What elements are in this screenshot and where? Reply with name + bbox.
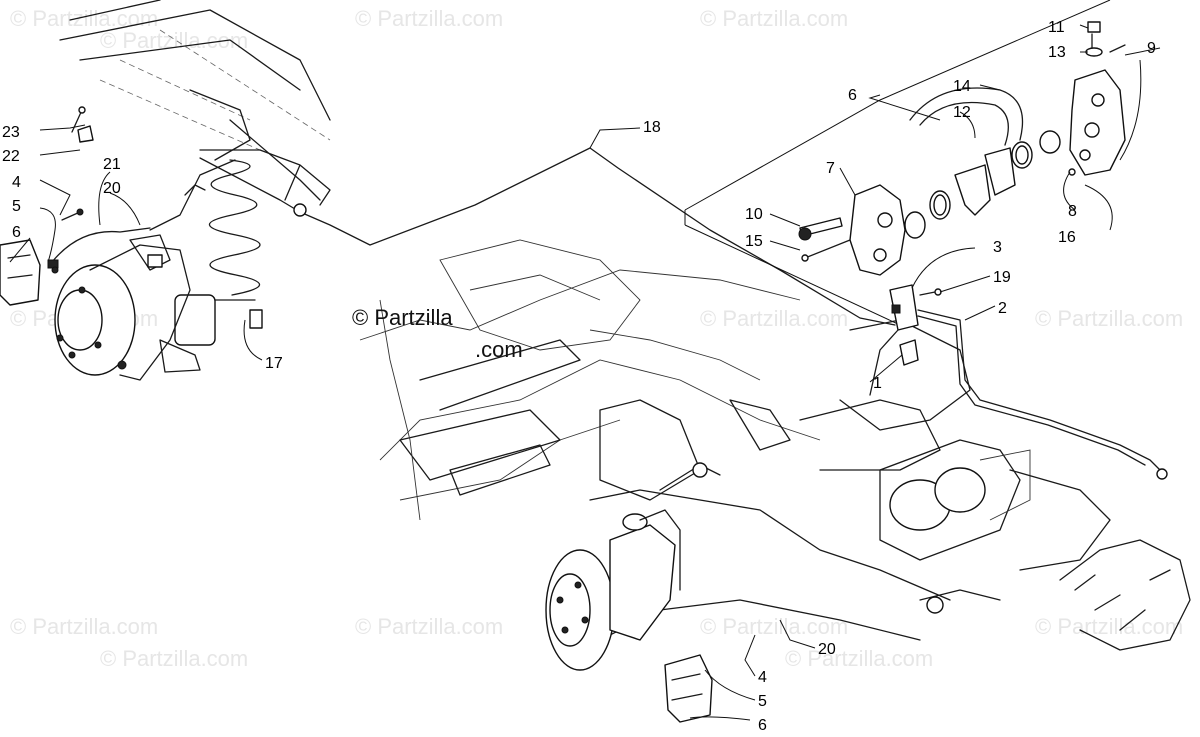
callout-9: 9: [1147, 40, 1156, 57]
callout-labels: 23 22 4 5 6 21 20 17 18 6 7 10 15 14 12 …: [2, 19, 1156, 734]
callout-22: 22: [2, 148, 20, 165]
callout-15: 15: [745, 233, 763, 250]
callout-14: 14: [953, 78, 971, 95]
callout-20: 20: [818, 641, 836, 658]
watermark: © Partzilla.com: [700, 6, 848, 31]
brake-line-18: [199, 147, 896, 326]
callout-6: 6: [758, 717, 767, 734]
brake-switch-group: [869, 284, 1168, 480]
watermark: © Partzilla.com: [10, 614, 158, 639]
watermark: © Partzilla.com: [1035, 614, 1183, 639]
watermark: © Partzilla.com: [355, 614, 503, 639]
callout-12: 12: [953, 104, 971, 121]
callout-1: 1: [873, 375, 882, 392]
watermark: © Partzilla.com: [785, 646, 933, 671]
callout-6: 6: [12, 224, 21, 241]
callout-19: 19: [993, 269, 1011, 286]
callout-8: 8: [1068, 203, 1077, 220]
callout-16: 16: [1058, 229, 1076, 246]
callout-20: 20: [103, 180, 121, 197]
callout-2: 2: [998, 300, 1007, 317]
watermark: © Partzilla.com: [355, 6, 503, 31]
front-assembly-drawing: [545, 439, 1191, 723]
callout-7: 7: [826, 160, 835, 177]
callout-23: 23: [2, 124, 20, 141]
callout-6: 6: [848, 87, 857, 104]
watermark: © Partzilla.com: [700, 614, 848, 639]
callout-5: 5: [12, 198, 21, 215]
callout-13: 13: [1048, 44, 1066, 61]
callout-21: 21: [103, 156, 121, 173]
watermark: © Partzilla.com: [100, 646, 248, 671]
callout-18: 18: [643, 119, 661, 136]
callout-10: 10: [745, 206, 763, 223]
center-watermark: © Partzilla .com: [352, 305, 523, 362]
rear-frame-drawing: [0, 0, 331, 381]
leader-lines: [9, 24, 1161, 721]
watermark: © Partzilla.com: [1035, 306, 1183, 331]
watermark: © Partzilla.com: [700, 306, 848, 331]
watermark-line-2: .com: [475, 337, 523, 362]
callout-5: 5: [758, 693, 767, 710]
master-cylinder-exploded: [684, 0, 1142, 326]
watermark-line-1: © Partzilla: [352, 305, 453, 330]
callout-11: 11: [1048, 19, 1065, 36]
callout-4: 4: [758, 669, 767, 686]
callout-4: 4: [12, 174, 21, 191]
center-frame-drawing: [359, 239, 971, 521]
callout-17: 17: [265, 355, 283, 372]
callout-3: 3: [993, 239, 1002, 256]
watermark: © Partzilla.com: [10, 6, 158, 31]
